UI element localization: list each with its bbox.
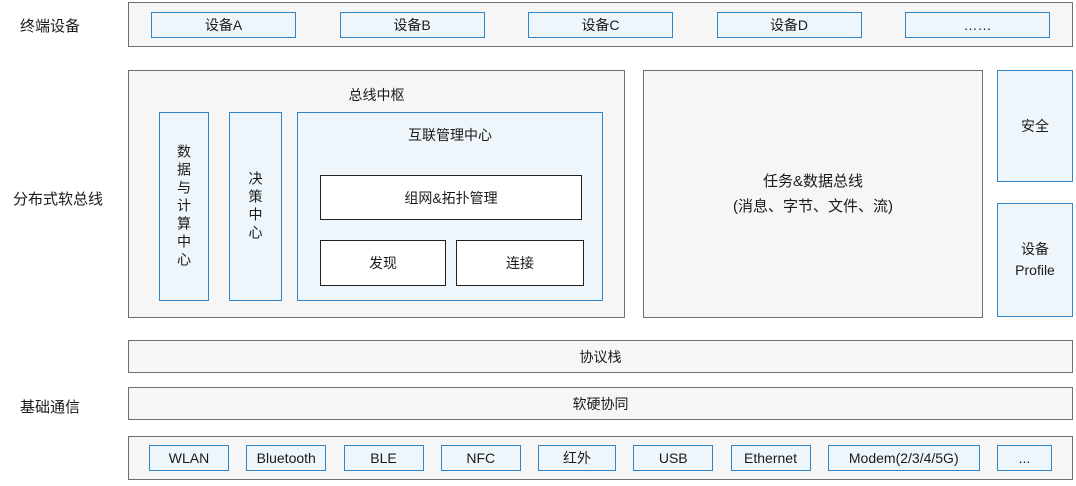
bus-hub-panel: 总线中枢 数据与计算中心 决策中心 互联管理中心 组网&拓扑管理 发现 连接 (128, 70, 625, 318)
security-box: 安全 (997, 70, 1073, 182)
modem-box: Modem(2/3/4/5G) (827, 445, 980, 471)
task-data-bus-panel: 任务&数据总线 (消息、字节、文件、流) (643, 70, 983, 318)
usb-box: USB (633, 445, 714, 471)
device-profile-box: 设备 Profile (997, 203, 1073, 317)
device-a-box: 设备A (151, 11, 296, 38)
wlan-box: WLAN (149, 445, 229, 471)
connection-box: 连接 (456, 240, 584, 286)
terminal-devices-panel: 设备A 设备B 设备C 设备D …… (128, 2, 1073, 47)
task-data-bus-line2: (消息、字节、文件、流) (733, 198, 893, 215)
infrared-box: 红外 (538, 445, 616, 471)
more-protocols-box: ... (997, 445, 1052, 471)
task-data-bus-line1: 任务&数据总线 (762, 172, 863, 190)
networking-topology-box: 组网&拓扑管理 (320, 175, 582, 220)
device-c-box: 设备C (528, 11, 673, 38)
hw-sw-collaboration-panel: 软硬协同 (128, 387, 1073, 420)
protocol-stack-panel: 协议栈 (128, 340, 1073, 373)
bus-hub-title: 总线中枢 (348, 87, 405, 103)
terminal-devices-label: 终端设备 (20, 18, 81, 35)
device-b-box: 设备B (339, 11, 485, 38)
data-compute-center-box: 数据与计算中心 (159, 112, 209, 301)
bluetooth-box: Bluetooth (246, 445, 327, 471)
comm-protocols-panel: WLAN Bluetooth BLE NFC 红外 USB Ethernet M… (128, 436, 1073, 480)
interconnect-management-center-box: 互联管理中心 组网&拓扑管理 发现 连接 (297, 112, 603, 301)
device-more-box: …… (905, 11, 1050, 38)
discovery-box: 发现 (320, 240, 446, 286)
ble-box: BLE (343, 445, 424, 471)
device-profile-line1: 设备 (1021, 241, 1049, 257)
decision-center-box: 决策中心 (229, 112, 282, 301)
basic-communication-label: 基础通信 (20, 399, 81, 416)
device-d-box: 设备D (716, 11, 862, 38)
ethernet-box: Ethernet (730, 445, 811, 471)
distributed-softbus-label: 分布式软总线 (13, 191, 104, 208)
device-profile-line2: Profile (1015, 262, 1055, 278)
nfc-box: NFC (440, 445, 521, 471)
interconnect-management-center-title: 互联管理中心 (408, 127, 492, 143)
